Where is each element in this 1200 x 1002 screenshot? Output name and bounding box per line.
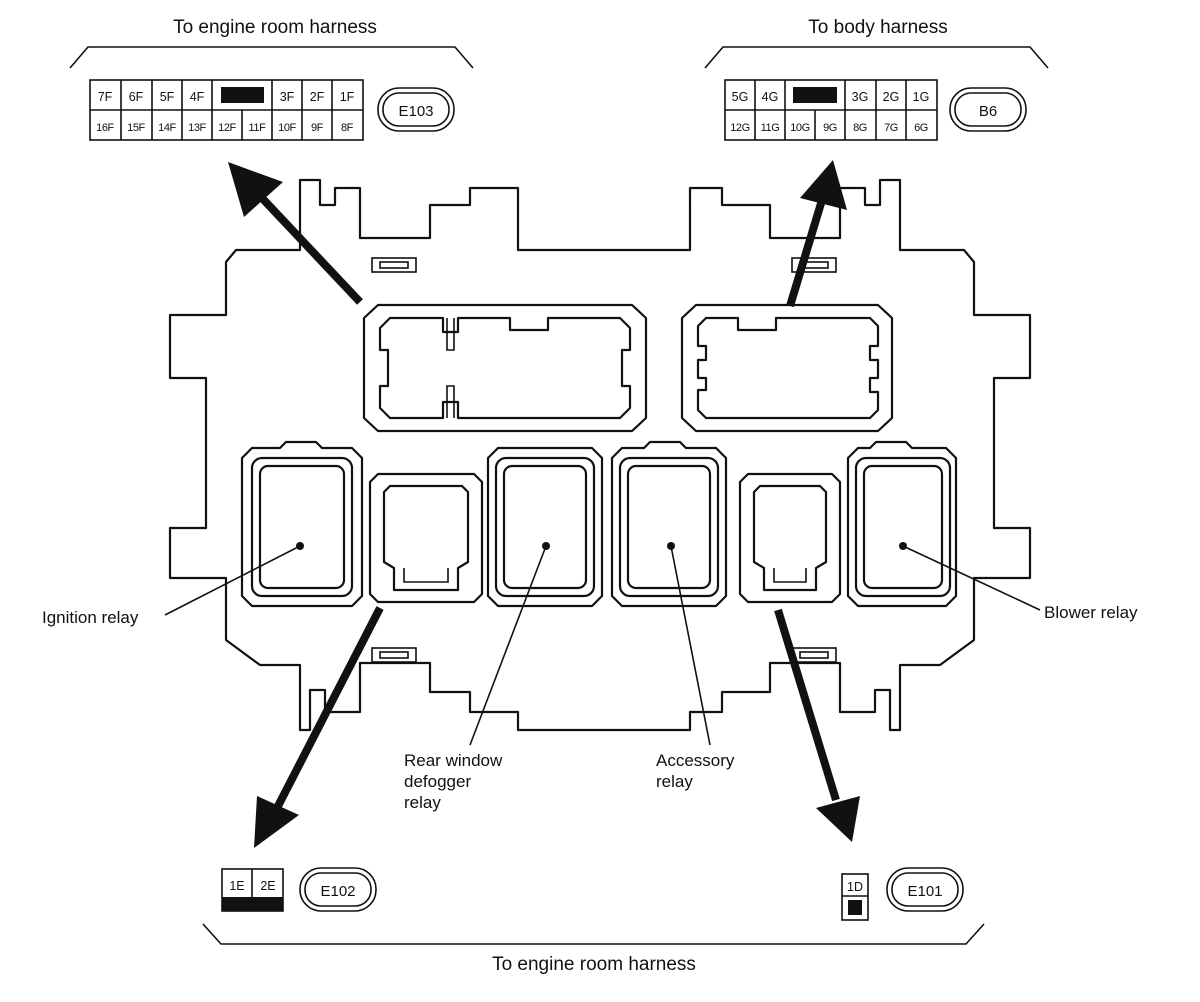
bottom-harness-title: To engine room harness: [492, 954, 696, 975]
top-right-harness-title: To body harness: [808, 17, 947, 38]
e103-pin: 9F: [311, 122, 324, 134]
connector-b6-key: [793, 87, 837, 103]
e103-pin: 12F: [218, 122, 236, 134]
b6-pin: 11G: [761, 122, 780, 134]
connector-e102-tag: [304, 872, 372, 907]
relay-box-housing: [168, 178, 1032, 732]
rear-window-label-line1: Rear window: [404, 751, 503, 770]
connector-e101-tag: [891, 872, 959, 907]
connector-e102-tag-label: E102: [320, 883, 355, 900]
b6-pin: 12G: [730, 122, 750, 134]
relay-socket-ignition: [240, 440, 364, 608]
e103-pin: 4F: [190, 90, 205, 104]
connector-e101: 1D E101: [841, 867, 964, 921]
rear-defogger-leader: [469, 545, 547, 746]
ignition-relay-label: Ignition relay: [42, 608, 139, 627]
blower-relay-label: Blower relay: [1044, 603, 1138, 622]
b6-pin: 5G: [732, 90, 749, 104]
b6-pin: 8G: [853, 122, 867, 134]
arrow-to-b6: [786, 160, 847, 308]
b6-pin: 3G: [852, 90, 869, 104]
e103-pin: 6F: [129, 90, 144, 104]
e103-pin: 3F: [280, 90, 295, 104]
relay-socket-accessory: [610, 440, 728, 608]
e103-pin: 8F: [341, 122, 354, 134]
b6-pin: 7G: [884, 122, 898, 134]
arrow-to-e101: [774, 608, 860, 842]
top-left-bracket: [69, 46, 474, 69]
e103-pin: 14F: [158, 122, 176, 134]
relay-socket-rear-defogger: [368, 472, 484, 604]
e103-pin: 10F: [278, 122, 296, 134]
accessory-label-line2: relay: [656, 772, 693, 791]
e103-pin: 7F: [98, 90, 113, 104]
e103-pin: 11F: [249, 122, 267, 134]
e103-pin: 5F: [160, 90, 175, 104]
e103-pin: 1F: [340, 90, 355, 104]
e102-pin: 2E: [260, 879, 275, 893]
arrow-to-e102: [254, 606, 384, 848]
rear-window-label-line2: defogger: [404, 772, 471, 791]
top-left-harness-title: To engine room harness: [173, 17, 377, 38]
socket-e103: [362, 303, 648, 433]
accessory-label-line1: Accessory: [656, 751, 735, 770]
b6-pin: 6G: [914, 122, 928, 134]
e103-pin: 13F: [188, 122, 206, 134]
relay-socket-right-small: [738, 472, 842, 604]
b6-pin: 10G: [790, 122, 810, 134]
connector-e103-key: [221, 87, 264, 103]
connector-b6-tag-label: B6: [979, 103, 997, 120]
top-right-bracket: [704, 46, 1049, 69]
arrow-to-e103: [228, 162, 363, 305]
e101-pin: 1D: [847, 880, 863, 894]
ignition-leader: [164, 545, 301, 616]
blower-leader: [902, 545, 1041, 611]
accessory-leader: [670, 545, 711, 746]
relay-socket-blower: [846, 440, 958, 608]
e102-pin: 1E: [229, 879, 244, 893]
connector-b6-tag: [954, 92, 1022, 127]
b6-pin: 1G: [913, 90, 930, 104]
connector-e103: 7F 6F 5F 4F 3F 2F 1F 16F 15F 14F 13F 12F…: [89, 79, 455, 141]
relay-socket-center-left: [486, 446, 604, 608]
rear-window-label-line3: relay: [404, 793, 441, 812]
b6-pin: 4G: [762, 90, 779, 104]
connector-b6: 5G 4G 3G 2G 1G 12G 11G 10G 9G 8G 7G 6G B…: [724, 79, 1027, 141]
connector-e102: 1E 2E E102: [221, 867, 377, 912]
e103-pin: 2F: [310, 90, 325, 104]
connector-e103-tag-label: E103: [398, 103, 433, 120]
connector-e103-tag: [382, 92, 450, 127]
e103-pin: 16F: [96, 122, 114, 134]
b6-pin: 9G: [823, 122, 837, 134]
e103-pin: 15F: [127, 122, 145, 134]
socket-b6: [680, 303, 894, 433]
bottom-bracket: [202, 923, 985, 945]
b6-pin: 2G: [883, 90, 900, 104]
connector-e101-tag-label: E101: [907, 883, 942, 900]
